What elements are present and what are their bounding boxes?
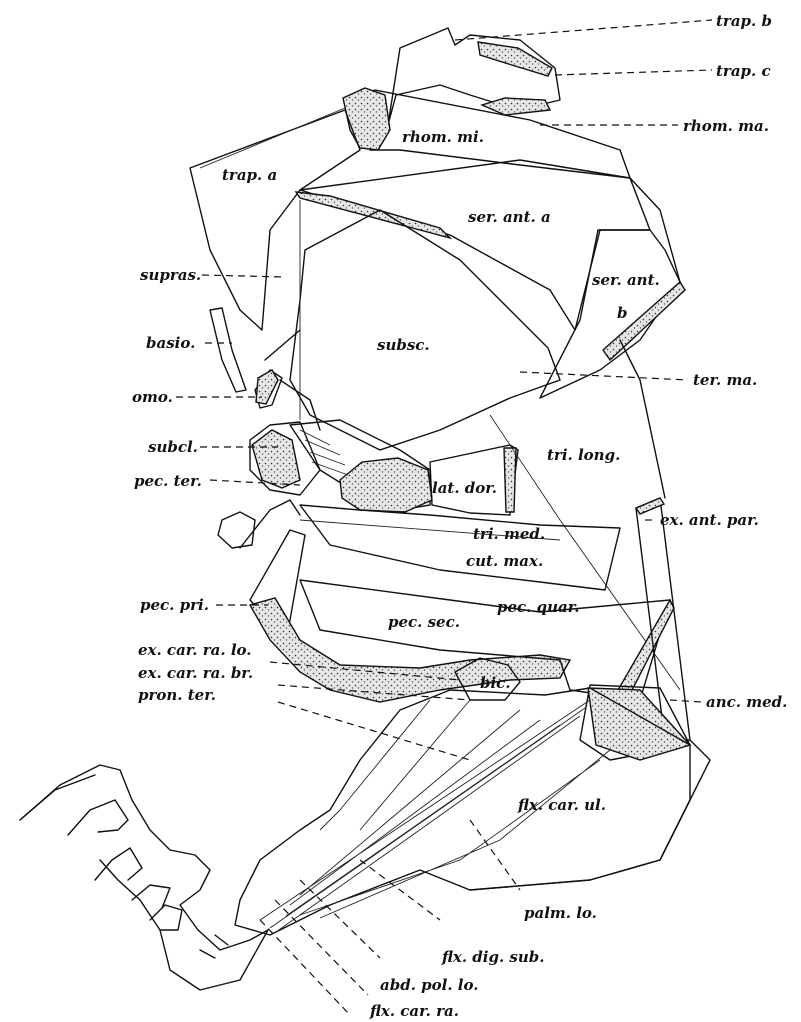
label-pec-ter: pec. ter. [134,472,202,490]
label-trap-b: trap. b [716,12,772,30]
label-supras: supras. [140,266,201,284]
label-flx-car-ul: flx. car. ul. [517,796,606,814]
label-ex-car-ra-lo: ex. car. ra. lo. [138,641,251,659]
label-ser-ant-b: b [617,304,628,322]
label-trap-a: trap. a [222,166,277,184]
label-palm-lo: palm. lo. [524,904,597,922]
label-trap-c: trap. c [716,62,771,80]
basiohyoid-outline [210,308,246,392]
subscapularis-outline [290,210,560,450]
label-subsc: subsc. [377,336,430,354]
label-rhom-ma: rhom. ma. [683,117,769,135]
label-bic: bic. [480,674,511,692]
label-basio: basio. [146,334,195,352]
label-abd-pol-lo: abd. pol. lo. [380,976,478,994]
latissimus-dorsi-cut [340,458,432,512]
label-pec-pri: pec. pri. [140,596,209,614]
label-pec-quar: pec. quar. [497,598,579,616]
label-ex-ant-par: ex. ant. par. [660,511,759,529]
label-ter-ma: ter. ma. [693,371,757,389]
triceps-medialis-outline [300,505,620,590]
label-cut-max: cut. max. [466,552,543,570]
serratus-anterior-a-outline [300,160,650,330]
label-omo: omo. [132,388,173,406]
label-ser-ant: ser. ant. [592,271,660,289]
label-pec-sec: pec. sec. [388,613,460,631]
label-tri-med: tri. med. [473,525,545,543]
label-rhom-mi: rhom. mi. [402,128,484,146]
label-flx-dig-sub: flx. dig. sub. [441,948,544,966]
label-flx-car-ra: flx. car. ra. [369,1002,459,1020]
serratus-anterior-a-cut [296,192,450,238]
label-ser-ant-a: ser. ant. a [468,208,551,226]
label-lat-dor: lat. dor. [432,479,497,497]
label-pron-ter: pron. ter. [138,686,216,704]
coracoid-bone-outline [218,512,255,548]
rhomboideus-minor-cut [343,88,390,150]
trapezius-a-outline [190,110,360,330]
trapezius-c-cut [478,42,552,76]
hand-digits-outline [20,765,268,990]
drawing [20,28,710,990]
label-tri-long: tri. long. [547,446,620,464]
label-ex-car-ra-br: ex. car. ra. br. [138,664,253,682]
label-anc-med: anc. med. [706,693,787,711]
label-subcl: subcl. [148,438,198,456]
